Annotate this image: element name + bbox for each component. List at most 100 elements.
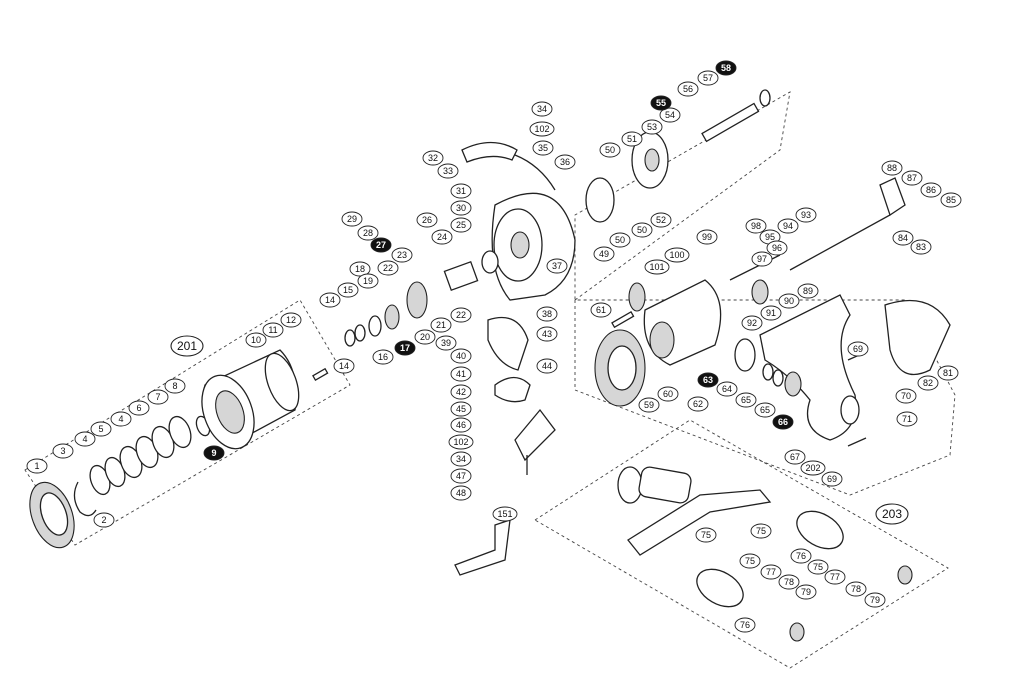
- callout-number: 51: [627, 134, 637, 144]
- part-callout: 90: [778, 293, 800, 309]
- callout-bubble: [881, 160, 903, 176]
- callout-number: 38: [542, 309, 552, 319]
- part-callout: 62: [687, 396, 709, 412]
- callout-bubble: [147, 389, 169, 405]
- part-callout: 32: [422, 150, 444, 166]
- screw-202: [847, 437, 867, 447]
- assembly-bubble: [170, 335, 204, 357]
- callout-bubble: [892, 230, 914, 246]
- part-callout: 26: [416, 212, 438, 228]
- callout-bubble: [450, 366, 472, 382]
- callout-number: 50: [615, 235, 625, 245]
- callout-bubble: [697, 70, 719, 86]
- callout-bubble: [536, 326, 558, 342]
- callout-bubble: [784, 449, 806, 465]
- callout-number: 94: [783, 221, 793, 231]
- callout-bubble-filled: [203, 445, 225, 461]
- part-callout: 19: [357, 273, 379, 289]
- bail-arm-part: [461, 141, 518, 163]
- part-callout: 65: [735, 392, 757, 408]
- callout-number: 97: [757, 254, 767, 264]
- part-callout: 69: [847, 341, 869, 357]
- part-callout: 41: [450, 366, 472, 382]
- callout-number: 22: [383, 263, 393, 273]
- callout-bubble: [74, 431, 96, 447]
- callout-number: 33: [443, 166, 453, 176]
- assembly-number: 201: [177, 339, 197, 353]
- callout-number: 96: [772, 243, 782, 253]
- part-callout: 85: [940, 192, 962, 208]
- callout-number: 50: [605, 145, 615, 155]
- bail-wire-part: [514, 154, 556, 191]
- callout-bubble: [450, 200, 472, 216]
- part-callout: 16: [372, 349, 394, 365]
- callout-number: 54: [665, 110, 675, 120]
- part-callout: 50: [631, 222, 653, 238]
- spool-parts: [29, 304, 400, 549]
- callout-bubble: [795, 207, 817, 223]
- callout-bubble: [357, 273, 379, 289]
- callout-number: 30: [456, 203, 466, 213]
- callout-number: 62: [693, 399, 703, 409]
- part-callout: 89: [797, 283, 819, 299]
- callout-number: 87: [907, 173, 917, 183]
- callout-bubble: [901, 170, 923, 186]
- drag-washer-7: [168, 415, 192, 449]
- callout-bubble: [529, 121, 555, 137]
- drag-clip-part: [73, 481, 97, 517]
- callout-bubble: [754, 402, 776, 418]
- callout-number: 4: [82, 434, 87, 444]
- callout-bubble-filled: [697, 372, 719, 388]
- callout-number: 34: [537, 104, 547, 114]
- part-callout: 75: [750, 523, 772, 539]
- callout-number: 95: [765, 232, 775, 242]
- callout-bubble: [245, 332, 267, 348]
- part-callout: 30: [450, 200, 472, 216]
- part-callout: 84: [892, 230, 914, 246]
- part-callout: 50: [599, 142, 621, 158]
- callout-bubble: [554, 154, 576, 170]
- bearing-101: [628, 282, 646, 312]
- callout-number: 9: [211, 448, 216, 458]
- callout-bubble: [280, 312, 302, 328]
- callout-number: 90: [784, 296, 794, 306]
- callout-number: 42: [456, 387, 466, 397]
- callout-bubble: [795, 584, 817, 600]
- part-callout: 54: [659, 107, 681, 123]
- callout-number: 102: [453, 437, 468, 447]
- part-callout: 20: [414, 329, 436, 345]
- handle-assembly-boundary: [534, 419, 949, 669]
- part-callout: 100: [664, 247, 690, 263]
- callout-number: 14: [325, 295, 335, 305]
- part-callout: 7: [147, 389, 169, 405]
- callout-bubble: [128, 400, 150, 416]
- part-callout: 35: [532, 140, 554, 156]
- callout-number: 61: [596, 305, 606, 315]
- callout-bubble: [431, 229, 453, 245]
- part-callout: 4: [110, 411, 132, 427]
- callout-bubble: [450, 307, 472, 323]
- callout-bubble: [641, 119, 663, 135]
- callout-bubble: [492, 506, 518, 522]
- part-callout: 48: [450, 485, 472, 501]
- washer-16: [368, 315, 382, 337]
- callout-bubble: [631, 222, 653, 238]
- callout-number: 8: [172, 381, 177, 391]
- callout-bubble: [437, 163, 459, 179]
- callout-number: 69: [827, 474, 837, 484]
- callout-bubble: [677, 81, 699, 97]
- callout-number: 15: [343, 285, 353, 295]
- callout-number: 101: [649, 262, 664, 272]
- washer-14a: [344, 329, 356, 347]
- callout-bubble: [807, 559, 829, 575]
- callout-bubble: [532, 140, 554, 156]
- part-callout: 97: [751, 251, 773, 267]
- handle-tool-151: [454, 519, 511, 576]
- part-callout: 151: [492, 506, 518, 522]
- callout-bubble: [657, 386, 679, 402]
- callout-bubble: [414, 329, 436, 345]
- callout-bubble: [52, 443, 74, 459]
- part-callout: 50: [609, 232, 631, 248]
- callout-number: 75: [756, 526, 766, 536]
